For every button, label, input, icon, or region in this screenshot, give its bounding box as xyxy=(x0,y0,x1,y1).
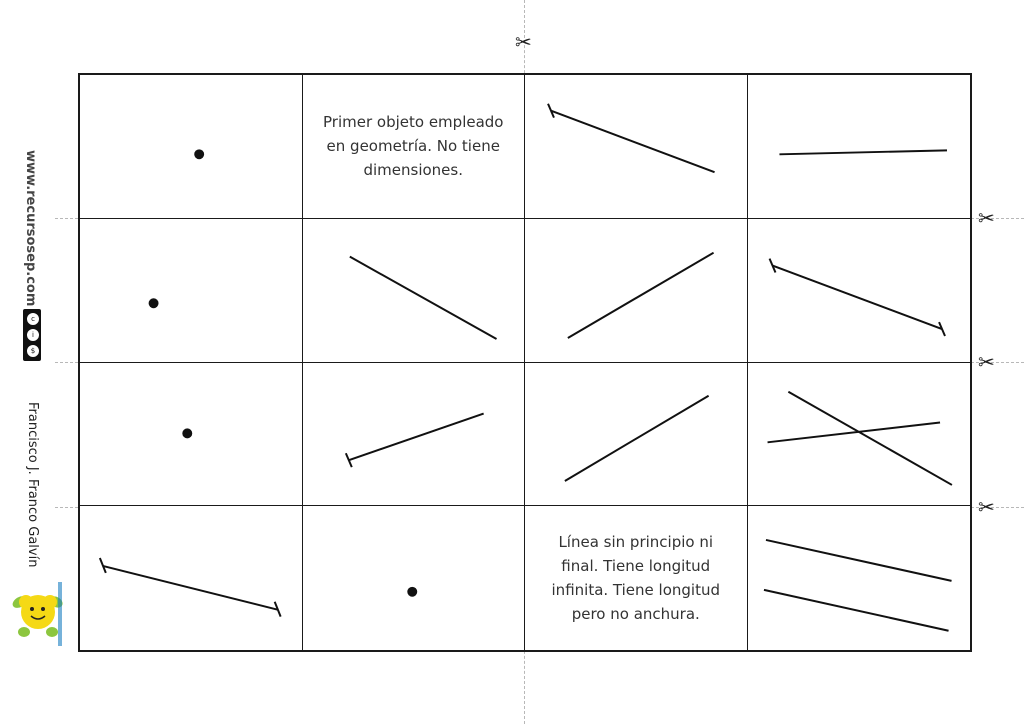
definition-text: Primer objeto empleado en geometría. No … xyxy=(323,113,504,180)
card-definition: Línea sin principio ni final. Tiene long… xyxy=(525,506,748,650)
website-label: www.recursosep.com xyxy=(20,150,42,306)
creative-commons-badge: c i $ xyxy=(23,309,41,361)
card-segment xyxy=(80,506,303,650)
card-line xyxy=(525,362,748,507)
ray-figure xyxy=(344,412,484,467)
author-text: Francisco J. Franco Galvín xyxy=(25,402,40,568)
scissors-icon: ✂ xyxy=(978,206,995,230)
card-point xyxy=(80,75,303,219)
nc-icon: $ xyxy=(26,344,40,358)
line-figure xyxy=(564,394,710,482)
point-figure xyxy=(406,587,417,597)
point-figure xyxy=(194,149,205,160)
author-label: Francisco J. Franco Galvín xyxy=(24,402,44,582)
by-icon: i xyxy=(26,328,40,342)
card-ray xyxy=(525,75,748,219)
card-ray xyxy=(302,362,525,507)
card-line xyxy=(302,218,525,363)
segment-figure xyxy=(98,557,282,618)
line-figure xyxy=(348,255,497,340)
card-intersecting-lines xyxy=(747,363,970,507)
ray-figure xyxy=(547,103,715,174)
card-line xyxy=(525,218,748,363)
segment-figure xyxy=(768,258,946,337)
point-figure xyxy=(148,298,159,308)
scissors-icon: ✂ xyxy=(978,350,995,374)
card-grid: Primer objeto empleado en geometría. No … xyxy=(78,73,972,652)
intersecting-lines-figure xyxy=(766,390,952,486)
scissors-icon: ✂ xyxy=(978,495,995,519)
line-figure xyxy=(567,251,715,339)
card-definition: Primer objeto empleado en geometría. No … xyxy=(302,75,525,219)
cc-icon: c xyxy=(26,312,40,326)
line-figure xyxy=(778,149,947,156)
definition-text: Línea sin principio ni final. Tiene long… xyxy=(551,533,720,624)
card-segment xyxy=(747,219,970,363)
card-parallel-lines xyxy=(748,506,971,650)
point-figure xyxy=(182,427,193,438)
scissors-icon: ✂ xyxy=(515,30,532,54)
parallel-lines-figure xyxy=(763,539,952,632)
card-point xyxy=(303,506,525,650)
card-line xyxy=(747,75,970,219)
card-point xyxy=(80,218,303,363)
mascot-icon xyxy=(12,582,63,646)
website-text: www.recursosep.com xyxy=(23,150,38,307)
card-point xyxy=(80,362,303,507)
